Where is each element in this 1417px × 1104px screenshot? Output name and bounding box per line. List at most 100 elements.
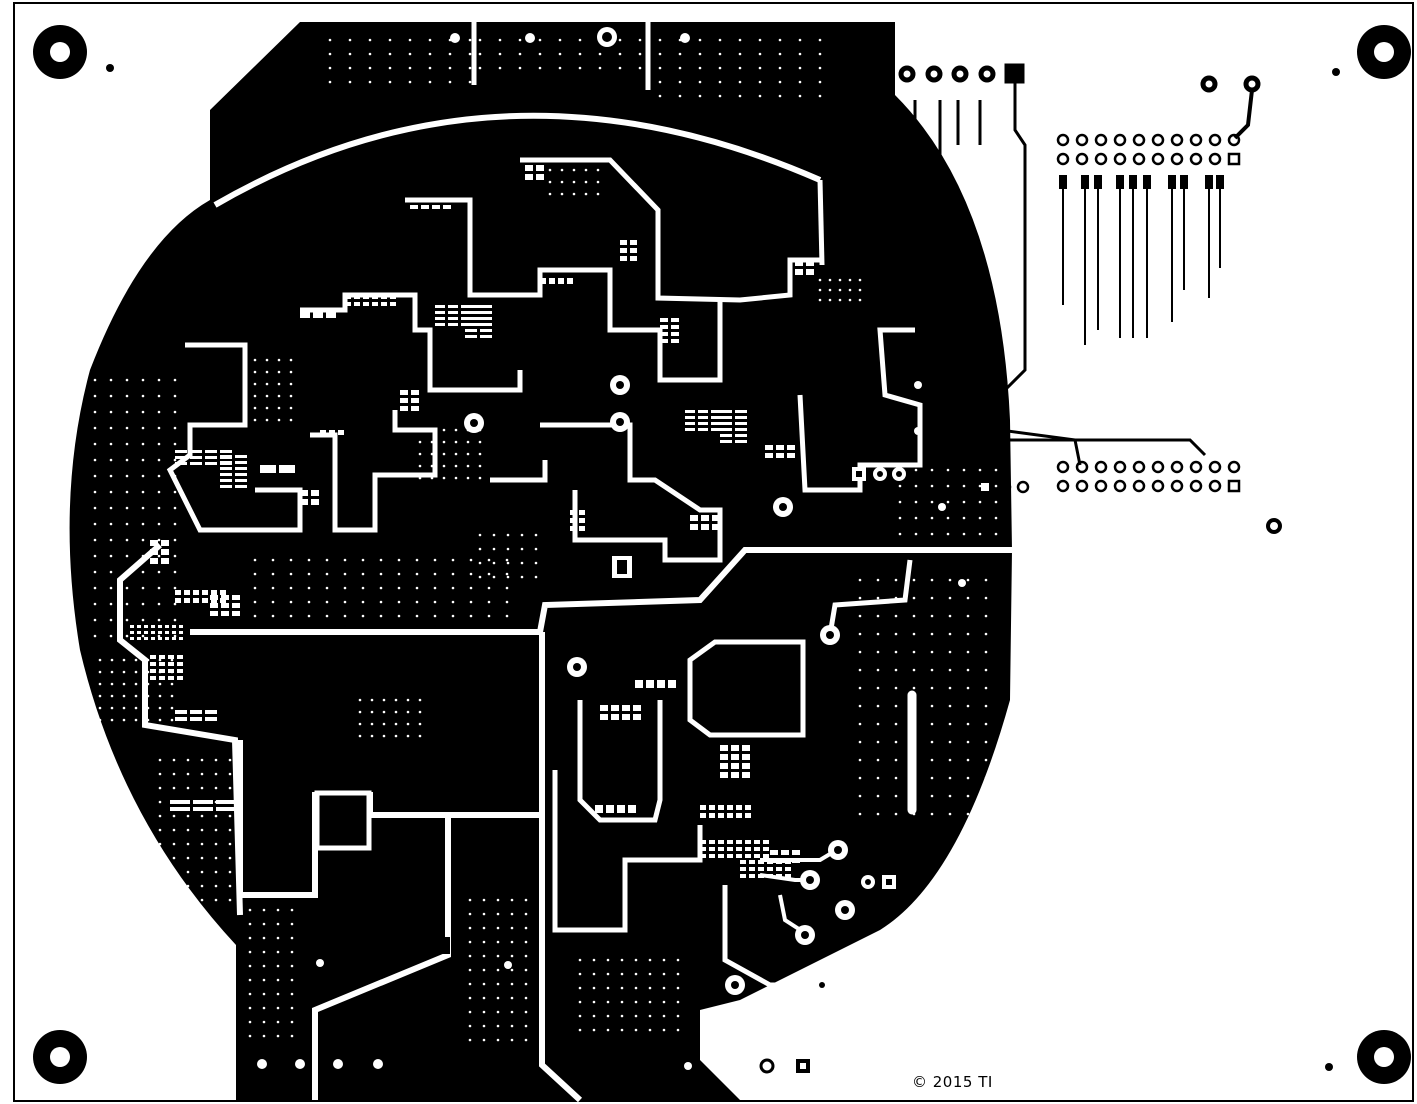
via — [678, 52, 682, 56]
via — [894, 668, 898, 672]
smd-pad — [210, 611, 218, 616]
via — [248, 908, 252, 912]
smd-pad — [735, 410, 747, 413]
via — [506, 533, 510, 537]
via — [173, 634, 177, 638]
connector-pin — [1208, 152, 1222, 166]
via — [482, 898, 486, 902]
via — [966, 596, 970, 600]
via — [158, 856, 162, 860]
smd-pad — [448, 317, 458, 320]
via — [170, 694, 174, 698]
via — [451, 558, 455, 562]
smd-pad — [745, 813, 751, 818]
smd-pad — [660, 325, 668, 329]
smd-pad — [711, 410, 721, 413]
connector-pin — [1189, 152, 1203, 166]
via — [158, 772, 162, 776]
via — [510, 912, 514, 916]
connector-pin — [1132, 479, 1146, 493]
via — [93, 458, 97, 462]
smd-pad — [474, 311, 484, 314]
smd-pad — [448, 311, 458, 314]
via — [307, 600, 311, 604]
via — [379, 614, 383, 618]
via — [520, 533, 524, 537]
via — [718, 94, 722, 98]
via — [253, 558, 257, 562]
smd-pad — [435, 317, 445, 320]
via — [930, 740, 934, 744]
via — [592, 1014, 596, 1018]
via — [276, 950, 280, 954]
smd-pad — [220, 455, 232, 458]
via — [262, 1006, 266, 1010]
via — [534, 547, 538, 551]
smd-pad — [646, 680, 654, 688]
smd-pad — [175, 590, 181, 595]
via — [430, 428, 434, 432]
smd-pad — [329, 430, 335, 435]
via — [290, 1034, 294, 1038]
smd-pad — [220, 473, 232, 476]
smd-pad — [172, 631, 176, 634]
via — [496, 898, 500, 902]
via — [253, 394, 257, 398]
smd-pad — [660, 332, 668, 336]
smd-pad — [210, 595, 218, 600]
via — [307, 572, 311, 576]
via — [172, 828, 176, 832]
via — [433, 586, 437, 590]
via — [738, 80, 742, 84]
smd-pad — [345, 302, 351, 306]
via — [382, 698, 386, 702]
isolation-region-b — [405, 197, 723, 383]
via — [253, 586, 257, 590]
via — [876, 758, 880, 762]
smd-pad — [770, 858, 778, 863]
smd-pad — [211, 590, 217, 595]
via — [758, 94, 762, 98]
smd-pad — [709, 840, 715, 844]
via — [778, 66, 782, 70]
via — [388, 38, 392, 42]
via — [758, 66, 762, 70]
via — [962, 516, 966, 520]
via — [228, 870, 232, 874]
smd-pad — [144, 631, 148, 634]
via — [676, 972, 680, 976]
via — [858, 758, 862, 762]
pad-square-a — [314, 790, 372, 851]
via — [948, 614, 952, 618]
via — [228, 884, 232, 888]
via — [510, 954, 514, 958]
connector-pin-square — [1227, 152, 1241, 166]
connector-pin — [1208, 460, 1222, 474]
smd-pad — [758, 874, 764, 878]
via — [418, 710, 422, 714]
via — [468, 1024, 472, 1028]
via — [606, 958, 610, 962]
via — [289, 600, 293, 604]
via — [141, 570, 145, 574]
via — [466, 464, 470, 468]
via — [858, 632, 862, 636]
via — [676, 1000, 680, 1004]
connector-pin — [1056, 152, 1070, 166]
smd-pad — [731, 772, 739, 778]
via — [858, 776, 862, 780]
connector-pin — [1113, 479, 1127, 493]
via — [157, 474, 161, 478]
via — [277, 418, 281, 422]
smd-pad — [735, 428, 747, 431]
via — [592, 986, 596, 990]
via — [658, 38, 662, 42]
via — [930, 532, 934, 536]
via — [505, 572, 509, 576]
via — [415, 600, 419, 604]
via — [276, 1034, 280, 1038]
via — [382, 722, 386, 726]
via — [442, 428, 446, 432]
top-right-edge — [817, 179, 825, 266]
via — [343, 586, 347, 590]
